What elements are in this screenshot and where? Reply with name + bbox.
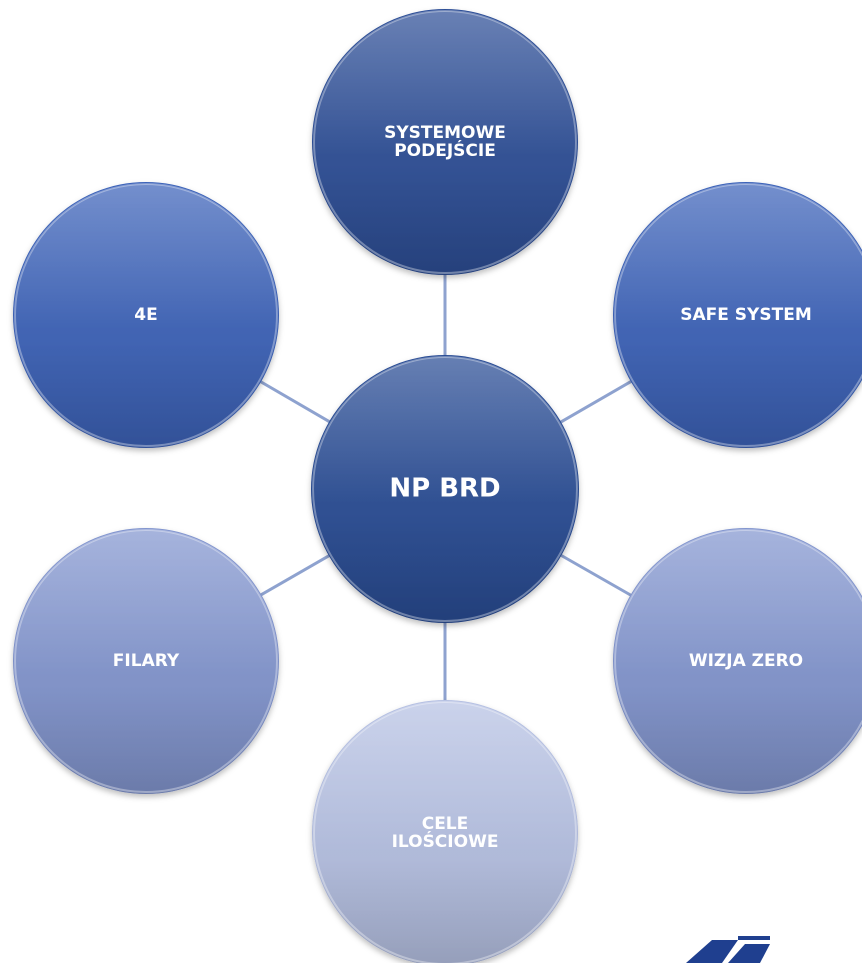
- node-cele-ilosciowe-label: ILOŚCIOWE: [392, 830, 499, 852]
- connector-4e: [258, 379, 332, 424]
- node-safe-system-gloss: [614, 183, 862, 447]
- node-safe-system: SAFE SYSTEM: [613, 182, 862, 448]
- node-4e: 4E: [13, 182, 279, 448]
- node-wizja-zero-label: WIZJA ZERO: [689, 651, 803, 671]
- node-4e-gloss: [14, 183, 278, 447]
- connector-safe-system: [558, 379, 634, 425]
- node-safe-system-label: SAFE SYSTEM: [680, 305, 811, 325]
- node-filary-gloss: [14, 529, 278, 793]
- node-systemowe-gloss: [313, 10, 577, 274]
- center-node-gloss: [312, 356, 578, 622]
- node-cele-ilosciowe-gloss: [313, 701, 577, 963]
- node-cele-ilosciowe-label: CELE: [422, 814, 469, 834]
- logo-mark: [686, 936, 770, 963]
- node-filary-label: FILARY: [113, 651, 180, 671]
- connector-lines: [258, 273, 634, 702]
- connector-wizja-zero: [558, 553, 634, 598]
- node-systemowe-label: PODEJŚCIE: [394, 139, 496, 161]
- center-node: NP BRD: [311, 355, 579, 623]
- connector-filary: [258, 553, 332, 597]
- node-4e-label: 4E: [134, 305, 157, 325]
- node-systemowe-label: SYSTEMOWE: [384, 123, 506, 143]
- center-node-label: NP BRD: [389, 474, 500, 504]
- node-wizja-zero-gloss: [614, 529, 862, 793]
- node-filary: FILARY: [13, 528, 279, 794]
- node-wizja-zero: WIZJA ZERO: [613, 528, 862, 794]
